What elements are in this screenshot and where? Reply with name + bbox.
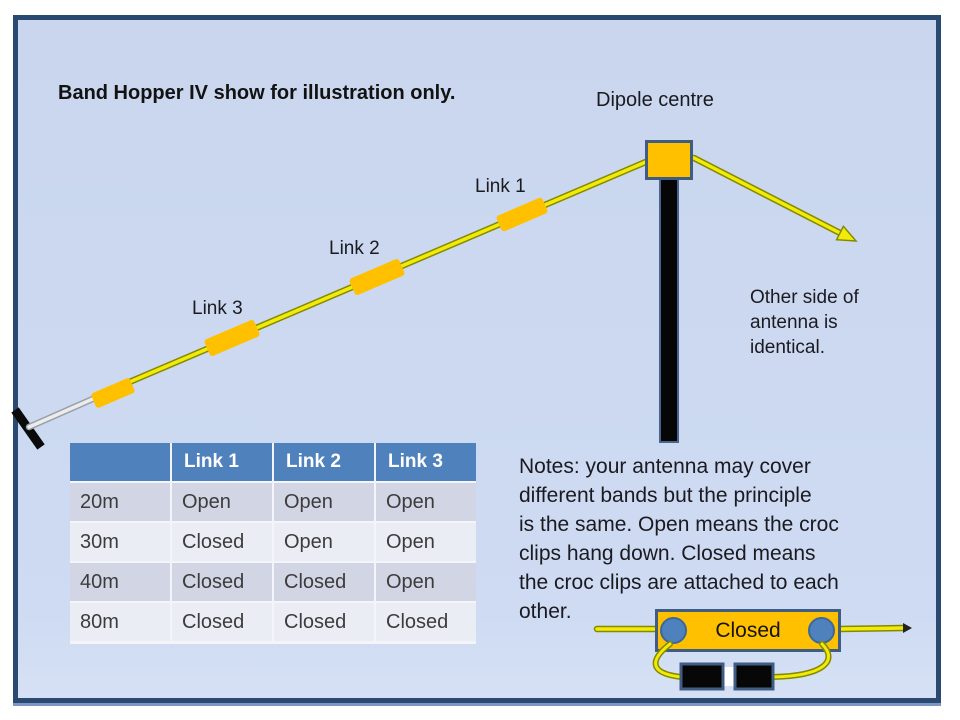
other-side-line: identical.	[750, 337, 825, 358]
state-cell: Closed	[172, 563, 272, 601]
table-header-link3: Link 3	[376, 443, 476, 481]
state-cell: Open	[172, 483, 272, 521]
state-cell: Open	[376, 563, 476, 601]
band-link-table: Link 1 Link 2 Link 3 20m Open Open Open …	[70, 443, 476, 644]
band-cell: 30m	[70, 523, 170, 561]
notes-line: other.	[519, 600, 572, 623]
link-3-label: Link 3	[192, 298, 243, 319]
dipole-centre-label: Dipole centre	[596, 89, 714, 111]
state-cell: Closed	[274, 603, 374, 641]
state-cell: Closed	[274, 563, 374, 601]
feedline-mast	[659, 177, 679, 443]
state-cell: Open	[376, 523, 476, 561]
state-cell: Open	[274, 523, 374, 561]
link-2-label: Link 2	[329, 238, 380, 259]
state-cell: Open	[274, 483, 374, 521]
band-cell: 20m	[70, 483, 170, 521]
croc-clip-left-icon	[660, 617, 687, 644]
state-cell: Closed	[172, 523, 272, 561]
notes-line: is the same. Open means the croc	[519, 513, 839, 536]
table-header-blank	[70, 443, 170, 481]
band-cell: 40m	[70, 563, 170, 601]
band-cell: 80m	[70, 603, 170, 641]
notes-line: different bands but the principle	[519, 484, 812, 507]
table-header-link1: Link 1	[172, 443, 272, 481]
notes-line: the croc clips are attached to each	[519, 571, 839, 594]
notes-line: Notes: your antenna may cover	[519, 455, 811, 478]
notes-line: clips hang down. Closed means	[519, 542, 816, 565]
notes-paragraph: Notes: your antenna may cover different …	[519, 452, 839, 626]
table-header-link2: Link 2	[274, 443, 374, 481]
slide-title: Band Hopper IV show for illustration onl…	[58, 82, 456, 104]
other-side-note: Other side of antenna is identical.	[750, 285, 859, 360]
state-cell: Open	[376, 483, 476, 521]
link-1-label: Link 1	[475, 176, 526, 197]
dipole-centre-block	[645, 140, 693, 180]
state-cell: Closed	[376, 603, 476, 641]
other-side-line: Other side of	[750, 287, 859, 308]
state-cell: Closed	[172, 603, 272, 641]
other-side-line: antenna is	[750, 312, 838, 333]
closed-label: Closed	[715, 618, 781, 642]
